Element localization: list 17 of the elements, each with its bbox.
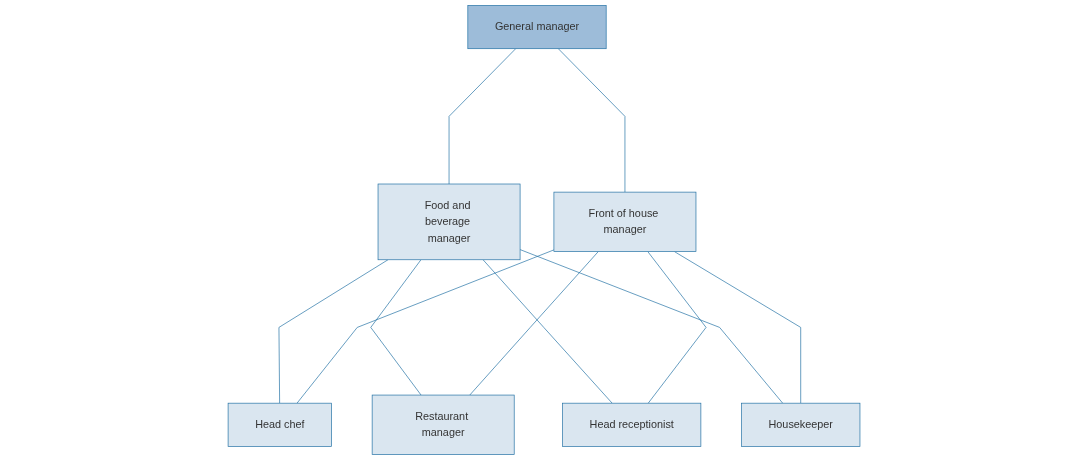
- connector: [483, 259, 613, 404]
- node-box: Head receptionist: [562, 402, 702, 447]
- node-box: Restaurant manager: [372, 394, 515, 455]
- connector: [370, 259, 422, 396]
- node-box: Housekeeper: [741, 402, 861, 447]
- connector: [520, 249, 784, 404]
- connector: [647, 251, 707, 404]
- connector: [449, 48, 517, 185]
- connector: [558, 48, 626, 193]
- node-box: General manager: [467, 5, 607, 50]
- connector: [279, 259, 389, 404]
- node-box: Food and beverage manager: [378, 183, 521, 261]
- connector: [297, 249, 555, 404]
- connector: [674, 251, 802, 404]
- node-box: Head chef: [228, 402, 333, 447]
- node-box: Front of house manager: [554, 191, 697, 252]
- connector: [469, 251, 600, 396]
